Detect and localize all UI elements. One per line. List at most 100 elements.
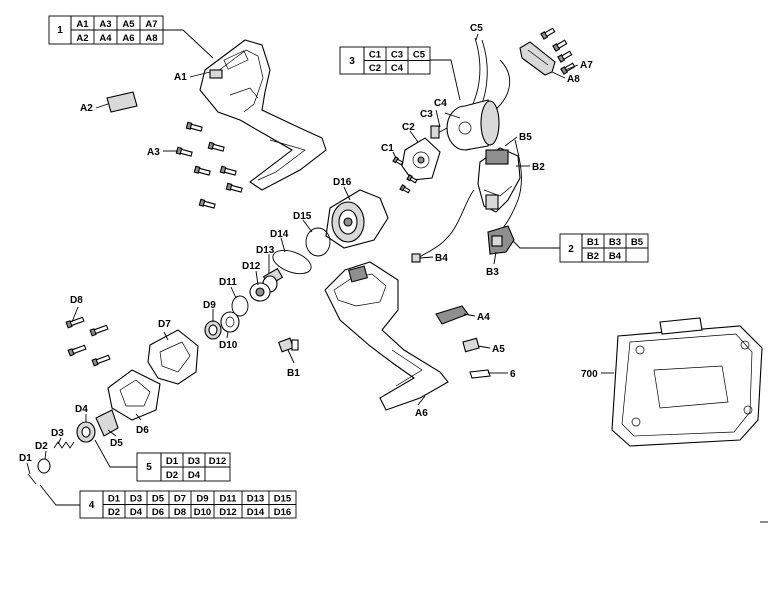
label-d9: D9	[203, 300, 216, 311]
callout-labels: A1 A2 A3 A4 A5 A6 A7 A8 B1 B2 B3 B4 B5 C…	[19, 23, 598, 464]
label-c1: C1	[381, 143, 394, 154]
group-number: 3	[349, 56, 355, 67]
bearing-d9	[204, 320, 222, 340]
label-b2: B2	[532, 162, 545, 173]
group-cell: B5	[631, 237, 644, 248]
label-d6: D6	[136, 425, 149, 436]
group-cell: D2	[108, 507, 120, 518]
spring-d11	[231, 295, 249, 317]
motor-plate-c2	[401, 137, 441, 181]
group-cell: D9	[196, 494, 208, 505]
screws-c1	[392, 156, 418, 194]
collar-d4	[76, 421, 96, 443]
label-a1: A1	[174, 72, 187, 83]
group-cell: D8	[174, 507, 186, 518]
badge-a4	[435, 305, 469, 325]
group-cell: D4	[130, 507, 143, 518]
screws-d8	[65, 316, 111, 367]
clip-a5	[462, 337, 480, 353]
bracket-a8	[519, 41, 556, 76]
ring-d14	[272, 249, 312, 275]
label-d15: D15	[293, 211, 312, 222]
gear-case-d16	[325, 189, 389, 249]
part-b1	[277, 337, 299, 353]
label-d12: D12	[242, 261, 261, 272]
label-d11: D11	[219, 277, 237, 288]
washer-d2	[37, 458, 51, 474]
group-cell: B4	[609, 251, 622, 262]
bit-6	[469, 369, 496, 379]
label-a5: A5	[492, 344, 505, 355]
group-cell: D10	[194, 507, 211, 518]
group-cell: D4	[188, 470, 201, 481]
group-cell: C2	[369, 63, 381, 74]
group-cell: A2	[76, 33, 88, 44]
group-cell: C4	[391, 63, 404, 74]
label-b1: B1	[287, 368, 300, 379]
label-d14: D14	[270, 229, 289, 240]
washer-d10	[220, 311, 240, 333]
screws-a3	[175, 121, 243, 209]
group-cell: A6	[122, 33, 134, 44]
clip-d1	[27, 473, 37, 485]
sleeve-d5	[95, 409, 119, 437]
module-b3	[487, 225, 515, 255]
label-a7: A7	[580, 60, 593, 71]
nose-cover-d7	[147, 329, 199, 385]
label-d3: D3	[51, 428, 64, 439]
group-cell: D1	[166, 456, 179, 467]
group-cell: D12	[219, 507, 236, 518]
group-number: 2	[568, 244, 574, 255]
group-cell: D1	[108, 494, 121, 505]
group-cell: A8	[145, 33, 157, 44]
leader-lines	[26, 33, 614, 475]
housing-half-a6	[324, 261, 449, 411]
group-cell: A5	[122, 19, 135, 30]
group-cell: A7	[145, 19, 157, 30]
label-d8: D8	[70, 295, 83, 306]
group-cell: D13	[247, 494, 264, 505]
label-d1: D1	[19, 453, 32, 464]
label-c4: C4	[434, 98, 447, 109]
group-table-4: 4 D1 D3 D5 D7 D9 D11 D13 D15 D2 D4 D6 D8…	[39, 484, 297, 519]
group-cell: D2	[166, 470, 178, 481]
group-table-3: 3 C1 C3 C5 C2 C4	[339, 46, 461, 101]
label-a2	[106, 91, 138, 113]
group-cell: D3	[130, 494, 142, 505]
group-cell: A3	[99, 19, 111, 30]
group-cell: D6	[152, 507, 164, 518]
group-cell: A4	[99, 33, 112, 44]
group-table-5: 5 D1 D3 D12 D2 D4	[94, 439, 231, 482]
group-cell: D12	[209, 456, 226, 467]
group-cell: D3	[188, 456, 200, 467]
label-a4: A4	[477, 312, 490, 323]
motor-fan-c3	[430, 125, 440, 139]
label-d10: D10	[219, 340, 238, 351]
label-b4: B4	[435, 253, 448, 264]
group-number: 5	[146, 462, 152, 473]
group-table-2: 2 B1 B3 B5 B2 B4	[509, 233, 649, 263]
hammer-d12	[249, 282, 271, 302]
label-700: 700	[581, 369, 598, 380]
spring-d3	[53, 441, 75, 449]
cover-d6	[107, 369, 161, 421]
group-number: 1	[57, 25, 63, 36]
label-a2: A2	[80, 103, 93, 114]
label-a6: A6	[415, 408, 428, 419]
group-cell: D5	[152, 494, 165, 505]
label-d13: D13	[256, 245, 275, 256]
label-d5: D5	[110, 438, 123, 449]
label-d2: D2	[35, 441, 48, 452]
motor-c4	[435, 99, 500, 151]
wire-b5	[499, 139, 522, 233]
group-cell: C3	[391, 50, 403, 61]
label-d7: D7	[158, 319, 171, 330]
label-6: 6	[510, 369, 516, 380]
label-a3: A3	[147, 147, 160, 158]
label-d4: D4	[75, 404, 88, 415]
group-cell: B3	[609, 237, 621, 248]
group-table-1: 1 A1 A3 A5 A7 A2 A4 A6 A8	[48, 15, 214, 59]
group-cell: D7	[174, 494, 186, 505]
label-b3: B3	[486, 267, 499, 278]
